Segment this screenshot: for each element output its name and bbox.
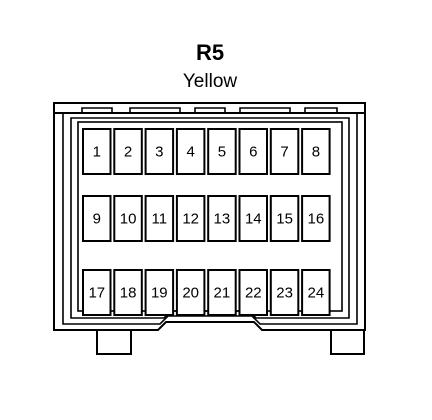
pin-label-7: 7 <box>280 144 288 161</box>
pin-cavity-20 <box>175 269 206 316</box>
pin-label-13: 13 <box>214 211 231 228</box>
pin-cavity-1 <box>82 128 112 175</box>
pin-cavity-10 <box>113 195 143 242</box>
pin-cavity-15 <box>269 195 300 242</box>
pin-cavity-12 <box>175 195 206 242</box>
pin-label-22: 22 <box>245 285 262 302</box>
pin-label-3: 3 <box>155 144 163 161</box>
pin-label-15: 15 <box>276 211 293 228</box>
pin-cavity-21 <box>207 269 237 316</box>
pin-cavity-5 <box>207 128 237 175</box>
pin-cavity-24 <box>301 269 331 316</box>
pin-cavity-23 <box>269 269 300 316</box>
pin-label-1: 1 <box>93 144 101 161</box>
pin-label-23: 23 <box>276 285 293 302</box>
pin-label-18: 18 <box>120 285 137 302</box>
pin-label-9: 9 <box>93 211 101 228</box>
pin-cavity-6 <box>238 128 268 175</box>
pin-label-11: 11 <box>152 211 168 228</box>
pin-label-14: 14 <box>245 211 262 228</box>
pin-cavity-2 <box>113 128 143 175</box>
pin-label-20: 20 <box>182 285 199 302</box>
connector-id: R5 <box>196 40 224 65</box>
pin-label-12: 12 <box>182 211 199 228</box>
pin-cavity-9 <box>82 195 112 242</box>
pin-cavity-16 <box>301 195 331 242</box>
pin-label-21: 21 <box>214 285 231 302</box>
pin-cavity-11 <box>144 195 175 242</box>
pin-cavity-13 <box>207 195 237 242</box>
connector-color-label: Yellow <box>183 71 238 92</box>
pin-label-10: 10 <box>120 211 137 228</box>
pin-label-24: 24 <box>308 285 325 302</box>
pin-label-8: 8 <box>312 144 320 161</box>
pin-cavity-3 <box>144 128 175 175</box>
pin-cavity-22 <box>238 269 268 316</box>
pin-label-6: 6 <box>249 144 257 161</box>
pin-cavity-18 <box>113 269 143 316</box>
pin-cavity-4 <box>175 128 206 175</box>
pin-cavity-7 <box>269 128 300 175</box>
pin-label-4: 4 <box>187 144 195 161</box>
pin-label-19: 19 <box>151 285 168 302</box>
pin-cavity-19 <box>144 269 175 316</box>
pin-label-5: 5 <box>218 144 226 161</box>
pin-cavity-14 <box>238 195 268 242</box>
pin-label-2: 2 <box>124 144 132 161</box>
pin-cavity-8 <box>301 128 331 175</box>
pin-cavity-17 <box>82 269 112 316</box>
pin-label-16: 16 <box>308 211 325 228</box>
pin-label-17: 17 <box>88 285 105 302</box>
